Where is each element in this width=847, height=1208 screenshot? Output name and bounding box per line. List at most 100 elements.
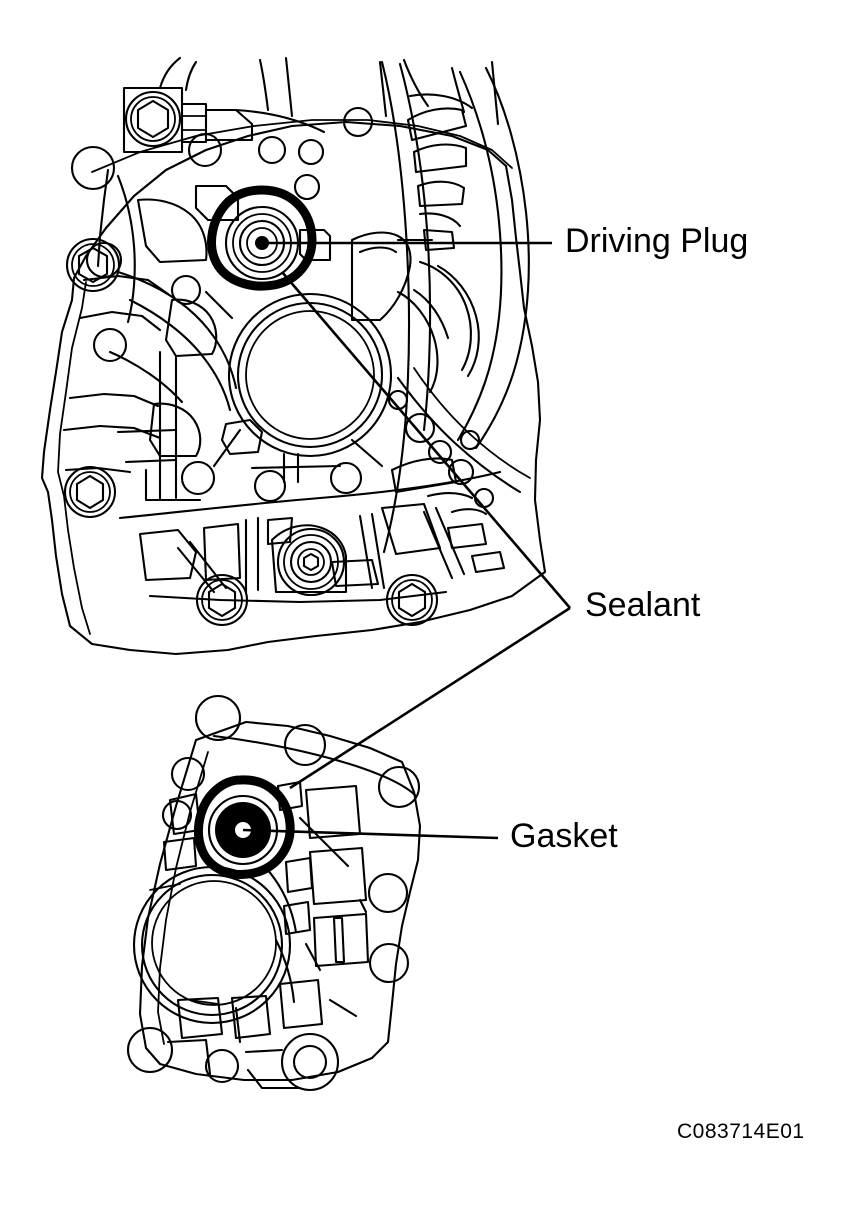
case-bolt-hole-15 [447,458,475,486]
right-pocket-2 [358,246,398,254]
bolt-washer-inner [130,96,176,142]
hex-bolt-head [136,99,170,139]
bore-ring-inner [245,310,375,440]
case-notch-a [116,428,178,434]
gasket-bottom-web-2 [244,1048,284,1054]
gasket-rib-5 [304,942,322,972]
label-driving-plug: Driving Plug [565,222,748,260]
bore-spoke-4 [350,438,384,468]
web-cell-d [148,402,202,458]
gasket-bore-notch-bottom [189,999,219,1005]
gasket-web-b [162,836,198,872]
gasket-rib-7 [328,998,358,1018]
web-left-5 [68,392,160,408]
gasket-hole-2 [283,723,327,767]
case-bolt-hole-3 [257,135,287,165]
gasket-hole-7 [368,942,410,984]
hexboss-outer [65,237,121,293]
gasket-boss-inner [292,1044,328,1080]
lower-rib-3b [370,512,386,590]
gasket-hole-1 [194,694,242,742]
right-vane-1 [418,260,472,372]
figure-code: C083714E01 [677,1120,805,1143]
case-top-rail [91,119,513,173]
case-bolt-hole-4 [297,138,325,166]
lower-cell-a [138,528,198,582]
case-outer-contour [40,120,547,656]
gasket-web-g [308,846,368,906]
web-cell-e [220,418,264,456]
bracket-arm [204,108,254,142]
leader-gasket [242,828,499,840]
label-sealant: Sealant [585,586,701,624]
top-stub-3 [378,60,388,118]
right-lower-web-2 [426,492,474,500]
right-lower-web-3 [450,508,488,516]
callout-labels: Driving Plug Sealant Gasket [510,222,748,855]
right-wall-4 [474,66,530,450]
web-cell-a [136,198,208,264]
label-gasket: Gasket [510,817,618,855]
web-cell-c [164,298,218,358]
gasket-bore-mid [140,873,284,1017]
case-hexbolt-left-lower [63,465,117,519]
web-left-6 [62,424,162,440]
case-notch-b [124,458,178,464]
gasket-drawing [126,694,422,1092]
gasket-hole-5 [377,765,421,809]
gasket-hole-8 [126,1026,174,1074]
gasket-top-edge [212,734,418,798]
gasket-boss-outer [280,1032,340,1092]
right-fin-4 [416,180,466,208]
hexboss2-outer [63,465,117,519]
lower-rib-1 [176,546,216,594]
gasket-outer-contour [138,720,422,1082]
lower-cell-e [330,558,380,588]
case-notch-c [144,468,202,502]
gasket-web-j [230,994,272,1040]
sealant-bead-gasket [194,775,295,879]
rib-diagonal-2 [128,298,232,412]
case-bolt-hole-10 [180,460,216,496]
top-stub-6 [490,60,500,126]
case-bolt-hole-12 [329,461,363,495]
case-flange-inner-line [57,281,91,635]
right-lower-web-5 [470,550,506,574]
case-bolt-hole-13 [404,412,436,444]
hexboss2-hex [75,474,105,510]
top-left-bolt-bracket [122,56,326,154]
bottom-plug-hex [302,552,320,572]
bracket-arm-top-line [234,108,326,134]
gasket-hole-3 [170,756,206,792]
gasket-slot-1 [332,916,346,964]
case-bolt-hole-6 [293,173,321,201]
gasket-hole-4 [161,799,193,831]
bolt-washer-outer [124,90,182,148]
right-fin-2 [406,107,468,142]
gasket-boss-bottom-right [280,1032,340,1092]
gasket-bottom-web-3 [246,1068,302,1090]
gasket-rib-4 [298,816,350,868]
gasket-rib-6 [358,898,368,914]
gasket-web-h [312,912,370,968]
right-fin-5 [418,212,462,228]
hexboss-hex [77,246,109,284]
right-wall-3 [456,70,503,442]
right-lower-web-4 [446,522,488,550]
hexboss3-hex [207,582,237,618]
right-fin-1 [408,93,474,110]
right-vane-2 [436,264,480,378]
gasket-web-c [276,780,304,812]
lower-cell-c [266,516,294,546]
hexboss4-inner [391,579,433,621]
case-hexbolt-left-upper [65,237,121,293]
square-boss-right-of-plug [298,228,332,262]
top-stub-1 [258,58,270,112]
bore-ring-outer [227,292,393,458]
case-bolt-hole-2 [187,132,223,168]
lower-cell-b [202,522,242,582]
gasket-web-e [282,900,312,936]
lower-rib-3 [358,514,374,590]
